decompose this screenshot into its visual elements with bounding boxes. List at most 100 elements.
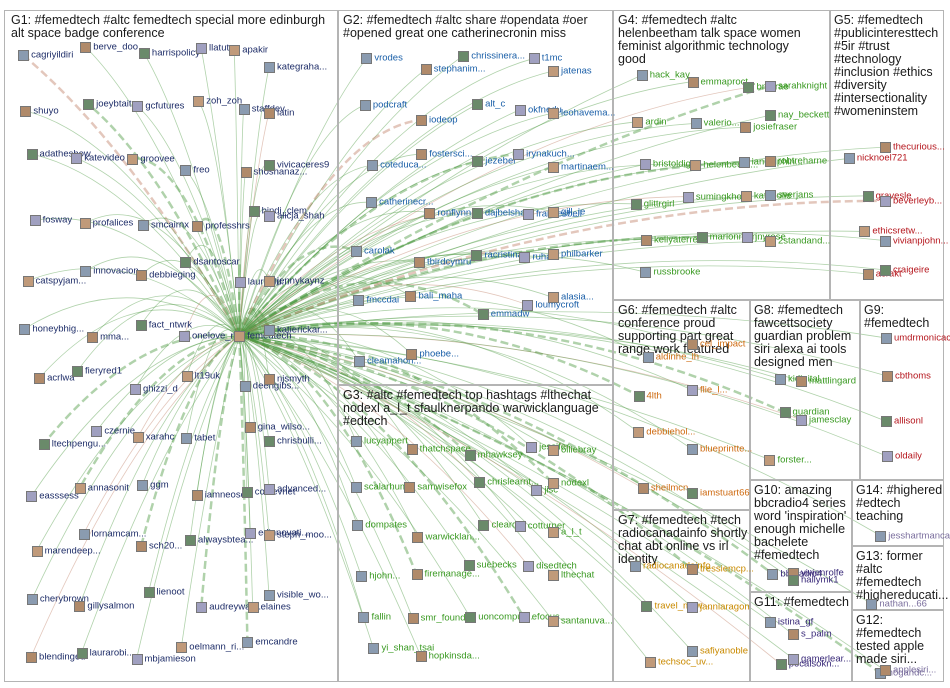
edge	[238, 164, 373, 337]
edge	[238, 321, 786, 414]
edge	[85, 256, 240, 337]
edge	[238, 335, 413, 619]
node-scalarhum: scalarhum...	[350, 481, 416, 493]
avatar-icon	[548, 445, 559, 457]
avatar-icon	[239, 381, 251, 393]
node-label: martinaem...	[561, 161, 614, 173]
avatar-icon	[515, 104, 526, 116]
avatar-icon	[788, 629, 799, 641]
node-4lth: 4lth	[633, 390, 662, 402]
node-llatuts: llatuts	[196, 42, 234, 54]
node-janniaragon: janniaragon	[687, 602, 750, 614]
edge	[239, 335, 770, 460]
edge	[200, 47, 240, 336]
edge	[238, 335, 781, 665]
node-label: suebecks	[476, 559, 517, 571]
avatar-icon	[406, 443, 418, 455]
node-hopkinsda: hopkinsda...	[415, 650, 480, 662]
node-label: sarahknight	[778, 80, 828, 92]
avatar-icon	[80, 41, 92, 53]
node-hack-kay: hack_kay	[636, 69, 690, 82]
edge	[238, 335, 362, 576]
node-pocalsokn: pocalsokn...	[775, 659, 839, 671]
avatar-icon	[26, 594, 38, 606]
node-yi-shan-tsai: yi_shan_tsai	[368, 643, 434, 655]
edge	[238, 70, 554, 337]
edge	[238, 318, 246, 387]
node-label: alasia...	[561, 291, 594, 303]
node-alasia: alasia...	[548, 291, 594, 304]
avatar-icon	[361, 53, 373, 65]
avatar-icon	[405, 291, 417, 303]
node-label: marendeep...	[44, 545, 101, 557]
edge	[238, 334, 774, 575]
node-label: jisc	[544, 484, 559, 496]
node-iamstuart66: iamstuart66	[687, 488, 750, 500]
avatar-icon	[522, 209, 534, 221]
node-racristina: racristina...	[471, 249, 531, 261]
avatar-icon	[696, 232, 708, 244]
node-beverleyb: beverleyb...	[880, 195, 942, 207]
group-panel-g14: G14: #highered #edtech teaching	[852, 480, 944, 546]
avatar-icon	[136, 270, 148, 282]
node-blueprintte: blueprintte...	[687, 444, 752, 456]
edge	[238, 281, 359, 337]
group-title-g11: G11: #femedtech	[754, 595, 849, 609]
avatar-icon	[411, 569, 423, 581]
node-label: samwisefox	[417, 481, 468, 493]
edge	[238, 335, 270, 536]
node-label: sumingkhoo	[695, 191, 748, 203]
edge	[200, 335, 241, 608]
avatar-icon	[880, 665, 891, 677]
avatar-icon	[642, 352, 654, 364]
edge	[84, 214, 240, 337]
node-lucyappert: lucyappert	[351, 436, 408, 448]
avatar-icon	[264, 210, 275, 222]
node-ghizzi-d: ghizzi_d	[129, 383, 178, 395]
node-label: irynakuch...	[526, 148, 575, 160]
edge	[238, 81, 693, 337]
edge	[239, 335, 480, 483]
edge	[238, 334, 471, 456]
edge	[31, 335, 240, 600]
avatar-icon	[264, 107, 275, 119]
node-label: jesshartmancass	[888, 530, 950, 542]
edge	[238, 160, 744, 337]
node-smcairnx: smcairnx	[137, 219, 189, 231]
avatar-icon	[72, 366, 84, 378]
avatar-icon	[630, 561, 642, 573]
edge	[238, 284, 528, 337]
avatar-icon	[518, 612, 530, 624]
node-label: 2standand...	[778, 235, 831, 247]
node-label: blendinged	[39, 651, 86, 663]
avatar-icon	[406, 348, 418, 360]
node-label: hack_kay	[649, 69, 690, 81]
node-label: racristina...	[484, 249, 531, 261]
node-label: catherinecr...	[379, 196, 434, 208]
node-label: fieryred1	[85, 365, 123, 377]
edge	[238, 335, 469, 566]
node-apakir: apakir	[229, 44, 268, 56]
edge	[196, 217, 241, 337]
node-label: jatenas	[561, 65, 592, 77]
node-label: cel_impact	[700, 338, 746, 350]
node-easssess: easssess	[26, 491, 79, 503]
node-label: guardian	[792, 406, 830, 418]
node-laurarobi: laurarobi...	[76, 647, 134, 659]
node-nathan-66: nathan...66	[866, 598, 927, 610]
edge	[239, 335, 693, 652]
node-label: catspyjam...	[35, 275, 87, 287]
edge	[25, 110, 240, 337]
edge	[239, 335, 693, 608]
avatar-icon	[514, 521, 526, 533]
edge	[238, 121, 638, 337]
node-njsmyth: njsmyth	[264, 374, 310, 386]
node-dajbelshaw: dajbelshaw	[471, 208, 532, 220]
edge	[134, 325, 240, 390]
avatar-icon	[352, 520, 364, 532]
avatar-icon	[458, 50, 470, 62]
node-label: czernie	[104, 425, 135, 437]
node-dompates: dompates	[352, 520, 407, 532]
node-uoncomput: uoncomput...	[465, 612, 533, 624]
edge	[239, 335, 529, 566]
